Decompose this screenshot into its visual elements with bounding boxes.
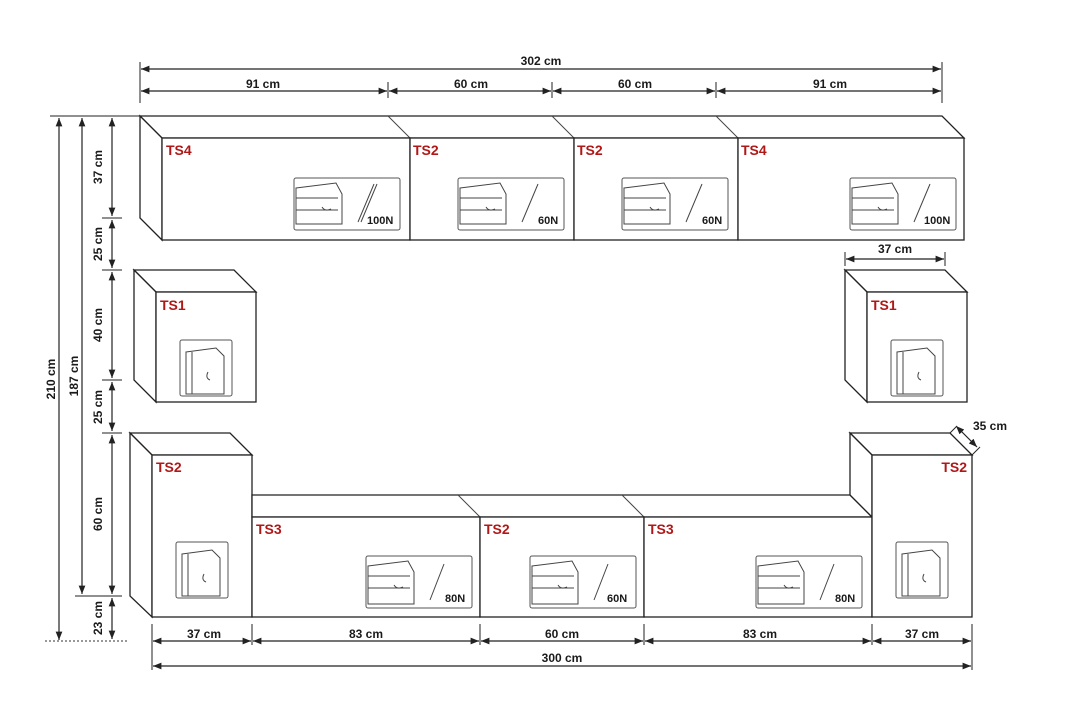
cabinet-code: TS4 [166, 142, 192, 158]
bottom-segment-label: 37 cm [905, 627, 939, 641]
cabinet-code: TS3 [256, 521, 282, 537]
cabinet-code: TS4 [741, 142, 767, 158]
cabinet-code: TS2 [484, 521, 510, 537]
lift-door-icon [295, 182, 343, 225]
gas-strut-icon [685, 183, 703, 223]
gas-strut-force: 80N [445, 593, 465, 605]
vertical-segment-label: 25 cm [91, 390, 105, 424]
top-cabinet-row: TS4 100N TS2 [138, 114, 966, 242]
cabinet-code: TS1 [871, 297, 897, 313]
cabinet-ts2-bottom-right: TS2 [848, 431, 974, 618]
lift-door-icon [851, 182, 899, 225]
door-icon [185, 347, 225, 395]
gas-strut-force: 100N [367, 215, 393, 227]
gas-strut-force: 60N [538, 215, 558, 227]
bottom-segment-label: 37 cm [187, 627, 221, 641]
top-segment-label: 91 cm [246, 77, 280, 91]
right-cabinet-width-label: 37 cm [878, 242, 912, 256]
gas-strut-force: 60N [607, 593, 627, 605]
gas-strut-force: 100N [924, 215, 950, 227]
vertical-segment-label: 60 cm [91, 497, 105, 531]
cabinet-ts3-left: TS3 80N [251, 516, 481, 618]
gas-strut-force: 80N [835, 593, 855, 605]
total-top-width-label: 302 cm [521, 54, 562, 68]
top-dimensions: 302 cm 91 cm 60 cm 60 cm 91 cm [139, 54, 943, 103]
depth-label: 35 cm [973, 419, 1007, 433]
low-cabinet-top [251, 494, 874, 518]
lift-door-icon [367, 560, 415, 605]
top-segment-label: 60 cm [618, 77, 652, 91]
left-dimensions: 210 cm 187 cm 37 cm 25 cm 40 cm 25 cm 60… [44, 115, 140, 642]
vertical-segment-label: 25 cm [91, 227, 105, 261]
depth-dimension: 35 cm [949, 419, 1007, 456]
lift-door-icon [623, 182, 671, 225]
right-cabinet-width-dimension: 37 cm [844, 242, 946, 266]
door-icon [896, 347, 936, 395]
cabinet-ts2-top-2: TS2 60N [573, 137, 739, 241]
top-segment-label: 91 cm [813, 77, 847, 91]
cabinet-code: TS2 [413, 142, 439, 158]
lift-door-icon [757, 560, 805, 605]
vertical-segment-label: 40 cm [91, 308, 105, 342]
bottom-segment-label: 83 cm [743, 627, 777, 641]
cabinet-ts2-bottom-middle: TS2 60N [479, 516, 645, 618]
cabinet-ts4-right: TS4 100N [737, 137, 965, 241]
gas-strut-icon [429, 563, 445, 601]
cabinet-code: TS2 [577, 142, 603, 158]
cabinet-ts1-right: TS1 [843, 268, 969, 404]
top-segment-label: 60 cm [454, 77, 488, 91]
total-height-label: 210 cm [44, 359, 58, 400]
bottom-dimensions: 37 cm 83 cm 60 cm 83 cm 37 cm 300 cm [151, 624, 973, 670]
cabinet-ts4-left: TS4 100N [161, 137, 411, 241]
cabinet-code: TS2 [941, 459, 967, 475]
bottom-segment-label: 60 cm [545, 627, 579, 641]
cabinet-ts2-bottom-left: TS2 [128, 431, 254, 619]
inner-height-label: 187 cm [67, 356, 81, 397]
gas-strut-icon [913, 183, 931, 223]
lift-door-icon [531, 560, 579, 605]
door-icon [901, 549, 941, 597]
cabinet-ts3-right: TS3 80N [643, 516, 873, 618]
door-icon [181, 549, 221, 597]
cabinet-ts1-left: TS1 [132, 268, 258, 404]
cabinet-ts2-top-1: TS2 60N [409, 137, 575, 241]
vertical-segment-label: 23 cm [91, 601, 105, 635]
cabinet-code: TS2 [156, 459, 182, 475]
vertical-segment-label: 37 cm [91, 150, 105, 184]
lift-door-icon [459, 182, 507, 225]
bottom-segment-label: 83 cm [349, 627, 383, 641]
gas-strut-icon [357, 183, 378, 223]
cabinet-code: TS1 [160, 297, 186, 313]
gas-strut-icon [593, 563, 609, 601]
gas-strut-force: 60N [702, 215, 722, 227]
gas-strut-icon [819, 563, 835, 601]
total-bottom-width-label: 300 cm [542, 651, 583, 665]
cabinet-code: TS3 [648, 521, 674, 537]
gas-strut-icon [521, 183, 539, 223]
